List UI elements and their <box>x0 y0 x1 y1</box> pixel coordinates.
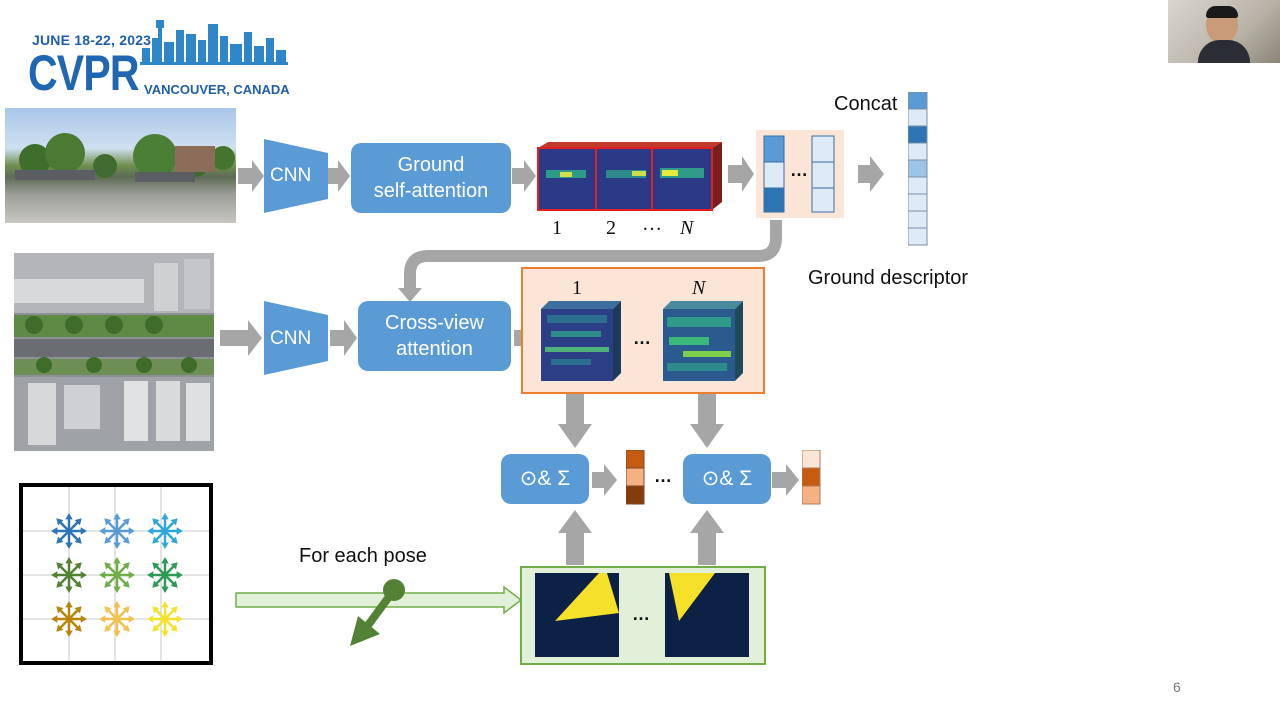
cross-index-n: N <box>692 277 706 299</box>
feature-index-1: 1 <box>552 217 562 239</box>
dot-sum-block-n: ⊙& Σ <box>683 454 771 504</box>
descriptor-vectors <box>763 135 835 213</box>
webcam-video <box>1168 0 1280 63</box>
logo-dates: JUNE 18-22, 2023 <box>32 32 152 48</box>
pose-star-icon <box>51 557 87 593</box>
logo-location: VANCOUVER, CANADA <box>144 82 290 97</box>
cross-ellipsis: … <box>633 328 651 348</box>
cnn-top-label: CNN <box>270 165 312 186</box>
score-vector-1 <box>626 450 645 505</box>
arrow-right-icon <box>328 160 350 192</box>
arrow-right-icon <box>728 156 754 192</box>
arrow-up-icon <box>558 510 592 565</box>
connector-arrow <box>404 220 782 290</box>
feature-index-n: N <box>680 217 694 239</box>
cnn-mid-label: CNN <box>270 328 312 349</box>
ground-descriptor-vector <box>908 92 928 246</box>
arrow-right-icon <box>330 320 357 356</box>
slide-number: 6 <box>1173 679 1181 695</box>
ground-descriptor-label: Ground descriptor <box>808 267 969 289</box>
pose-icons <box>51 513 183 637</box>
for-each-pose-label: For each pose <box>299 545 427 567</box>
cross-view-attention-block: Cross-view attention <box>358 301 511 371</box>
concat-label: Concat <box>834 93 898 115</box>
pose-star-icon <box>51 601 87 637</box>
aerial-image <box>14 253 214 451</box>
arrow-right-icon <box>772 464 799 496</box>
cross-attention-line1: Cross-view <box>385 312 484 334</box>
visibility-mask-n <box>665 573 749 657</box>
pose-star-icon <box>147 557 183 593</box>
pose-star-icon <box>147 601 183 637</box>
ground-attention-line2: self-attention <box>373 180 489 202</box>
pose-star-icon <box>99 557 135 593</box>
cross-index-1: 1 <box>572 277 582 299</box>
pose-star-icon <box>147 513 183 549</box>
logo-name: CVPR <box>28 45 139 101</box>
panorama-image <box>5 108 236 223</box>
arrow-right-icon <box>858 156 884 192</box>
mask-ellipsis: … <box>632 604 650 624</box>
visibility-mask-1 <box>535 573 619 657</box>
arrow-right-icon <box>220 320 262 356</box>
pose-star-icon <box>51 513 87 549</box>
cross-attention-line2: attention <box>396 338 473 360</box>
descriptor-ellipsis: … <box>790 160 808 180</box>
arrow-right-icon <box>238 160 264 192</box>
ground-self-attention-block: Ground self-attention <box>351 143 511 213</box>
cnn-encoder-top <box>264 139 328 213</box>
arrow-right-icon <box>592 464 617 496</box>
cnn-encoder-mid <box>264 301 328 375</box>
dot-sum-block-1: ⊙& Σ <box>501 454 589 504</box>
pose-marker-icon <box>350 579 405 646</box>
arrow-right-icon <box>512 160 536 192</box>
pose-flow-arrow <box>235 585 523 615</box>
arrow-down-icon <box>558 383 592 448</box>
arrow-up-icon <box>690 510 724 565</box>
skyline-icon <box>140 20 288 65</box>
feature-index-ellipsis: … <box>642 213 662 235</box>
pose-star-icon <box>99 601 135 637</box>
pose-star-icon <box>99 513 135 549</box>
ground-attention-line1: Ground <box>397 154 465 176</box>
cvpr-logo: JUNE 18-22, 2023 CVPR VANCOUVER, CANADA <box>20 18 290 101</box>
ground-feature-maps <box>537 142 722 211</box>
score-ellipsis: … <box>654 466 672 486</box>
cross-feature-cube-1 <box>541 301 621 381</box>
score-vector-n <box>802 450 821 505</box>
feature-index-2: 2 <box>606 217 616 239</box>
cross-feature-cube-n <box>663 301 743 381</box>
arrow-down-icon <box>690 383 724 448</box>
